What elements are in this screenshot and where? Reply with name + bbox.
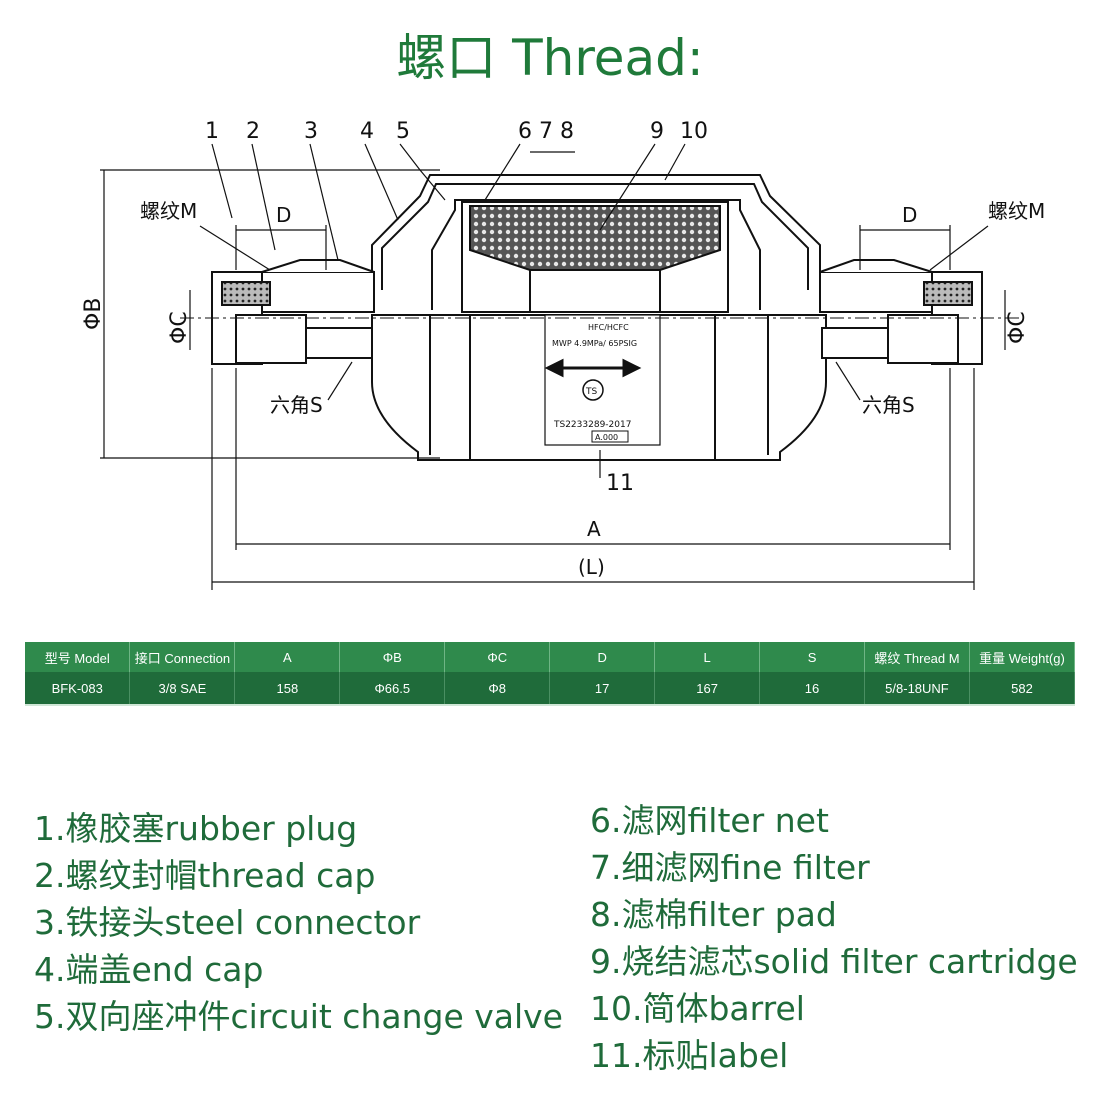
dim-A: A bbox=[587, 517, 601, 541]
ts-badge: TS bbox=[585, 387, 597, 397]
cell-model: BFK-083 bbox=[25, 672, 131, 706]
dim-L: (L) bbox=[578, 555, 605, 579]
hex-label-left: 六角S bbox=[270, 393, 323, 417]
ts-cert-icon bbox=[582, 379, 604, 401]
cell-phic: Φ8 bbox=[444, 672, 551, 706]
callout-6-7-8: 6 7 8 bbox=[518, 119, 574, 144]
label-plate bbox=[544, 314, 661, 446]
table-row: BFK-083 3/8 SAE 158 Φ66.5 Φ8 17 167 16 5… bbox=[25, 672, 1076, 706]
callout-1: 1 bbox=[205, 119, 219, 144]
callout-3: 3 bbox=[304, 119, 318, 144]
table-header-row: 型号 Model 接口 Connection A ΦB ΦC D L S 螺纹 … bbox=[25, 642, 1076, 672]
list-item: 11.标贴label bbox=[590, 1036, 789, 1075]
list-item: 4.端盖end cap bbox=[34, 950, 264, 989]
cell-thread: 5/8-18UNF bbox=[864, 672, 970, 706]
header-phib: ΦB bbox=[339, 642, 446, 672]
steel-connector-right bbox=[819, 271, 933, 313]
header-d: D bbox=[549, 642, 656, 672]
steel-connector-left bbox=[261, 271, 375, 313]
callout-5: 5 bbox=[396, 119, 410, 144]
dim-D-right: D bbox=[902, 203, 917, 227]
cell-l: 167 bbox=[654, 672, 761, 706]
parts-list-left: 1.橡胶塞rubber plug 2.螺纹封帽thread cap 3.铁接头s… bbox=[34, 805, 563, 1040]
filter-drier-cross-section-diagram: HFC/HCFC MWP 4.9MPa/ 65PSIG TS TS2233289… bbox=[81, 119, 1045, 590]
cell-d: 17 bbox=[549, 672, 656, 706]
filter-net bbox=[469, 205, 721, 271]
callout-4: 4 bbox=[360, 119, 374, 144]
spec-table: 型号 Model 接口 Connection A ΦB ΦC D L S 螺纹 … bbox=[25, 642, 1076, 706]
cell-phib: Φ66.5 bbox=[339, 672, 446, 706]
flow-arrow-icon bbox=[544, 358, 642, 378]
list-item: 5.双向座冲件circuit change valve bbox=[34, 997, 563, 1036]
cell-a: 158 bbox=[234, 672, 341, 706]
header-model: 型号 Model bbox=[25, 642, 131, 672]
parts-list-right: 6.滤网filter net 7.细滤网fine filter 8.滤棉filt… bbox=[590, 797, 1078, 1079]
callout-9: 9 bbox=[650, 119, 664, 144]
thread-label-left: 螺纹M bbox=[140, 199, 197, 223]
callout-10: 10 bbox=[680, 119, 708, 144]
label-code: A.000 bbox=[595, 433, 618, 442]
header-thread: 螺纹 Thread M bbox=[864, 642, 970, 672]
label-line2: MWP 4.9MPa/ 65PSIG bbox=[552, 339, 637, 348]
header-weight: 重量 Weight(g) bbox=[969, 642, 1076, 672]
label-line1: HFC/HCFC bbox=[588, 323, 629, 332]
list-item: 6.滤网filter net bbox=[590, 801, 829, 840]
list-item: 9.烧结滤芯solid filter cartridge bbox=[590, 942, 1078, 981]
label-cert: TS2233289-2017 bbox=[553, 420, 631, 430]
callout-2: 2 bbox=[246, 119, 260, 144]
list-item: 1.橡胶塞rubber plug bbox=[34, 809, 358, 848]
list-item: 2.螺纹封帽thread cap bbox=[34, 856, 376, 895]
cell-weight: 582 bbox=[969, 672, 1076, 706]
dim-phiC-left: ΦC bbox=[167, 311, 192, 344]
list-item: 7.细滤网fine filter bbox=[590, 848, 870, 887]
dim-phiB: ΦB bbox=[81, 298, 106, 330]
rubber-plug-left bbox=[221, 281, 271, 306]
header-s: S bbox=[759, 642, 865, 672]
cell-s: 16 bbox=[759, 672, 865, 706]
header-l: L bbox=[654, 642, 761, 672]
rubber-plug-right bbox=[923, 281, 973, 306]
dim-phiC-right: ΦC bbox=[1005, 311, 1030, 344]
hex-label-right: 六角S bbox=[862, 393, 915, 417]
dim-D-left: D bbox=[276, 203, 291, 227]
callout-11: 11 bbox=[606, 471, 634, 496]
thread-label-right: 螺纹M bbox=[988, 199, 1045, 223]
page-title: 螺口 Thread: bbox=[396, 29, 704, 87]
header-connection: 接口 Connection bbox=[129, 642, 236, 672]
list-item: 10.简体barrel bbox=[590, 989, 805, 1028]
list-item: 8.滤棉filter pad bbox=[590, 895, 837, 934]
list-item: 3.铁接头steel connector bbox=[34, 903, 421, 942]
cell-connection: 3/8 SAE bbox=[129, 672, 236, 706]
header-a: A bbox=[234, 642, 341, 672]
header-phic: ΦC bbox=[444, 642, 551, 672]
